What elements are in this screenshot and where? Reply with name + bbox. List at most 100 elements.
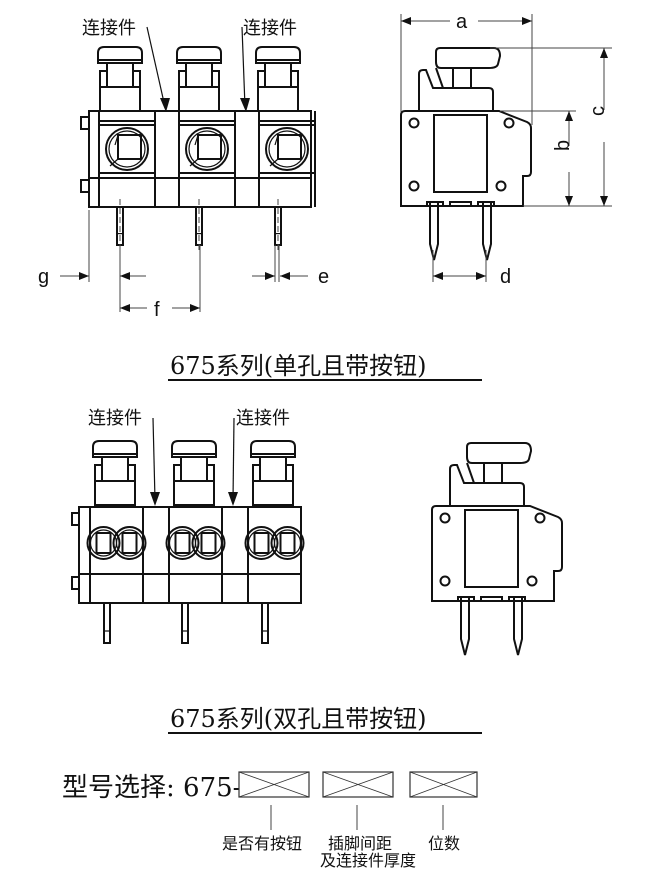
fig2-connector-label-right: 连接件 <box>236 408 290 429</box>
cell-1-hole-1-clamp <box>95 532 112 554</box>
cell-2-hole-2-inner <box>194 529 223 557</box>
model-field-2-label-line2: 及连接件厚度 <box>320 851 416 870</box>
button-2-stem <box>185 62 213 88</box>
side-window <box>464 509 519 588</box>
side-window <box>433 114 488 193</box>
dim-label-f: f <box>154 299 160 321</box>
fig2-leader-right-arrowhead <box>228 492 238 506</box>
side-pin-1 <box>460 597 470 656</box>
button-2-guide-right <box>206 464 215 482</box>
side-pin-2 <box>482 202 492 261</box>
fig1-connector-label-right: 连接件 <box>243 18 297 39</box>
fig1-leader-left <box>146 26 166 108</box>
button-1-base <box>94 480 136 506</box>
side-pin-1 <box>429 202 439 261</box>
fig2-buttons <box>92 440 296 506</box>
fig1-leader-right-arrowhead <box>240 98 250 112</box>
button-1-stem <box>106 62 134 88</box>
fig2-side-view <box>431 442 563 656</box>
model-field-1-cross-b <box>238 771 310 798</box>
fig1-side-view: a c b d <box>400 11 612 288</box>
pin-1 <box>103 602 111 644</box>
side-button-cap <box>435 47 502 69</box>
fig1-leader-right <box>241 26 246 108</box>
button-3-guide-right <box>285 464 294 482</box>
button-3-base <box>257 86 299 112</box>
dim-label-a: a <box>456 11 468 33</box>
fig1-buttons <box>97 46 301 112</box>
dim-label-c: c <box>587 106 609 116</box>
side-button-cap <box>466 442 533 464</box>
model-field-1[interactable]: 是否有按钮 <box>222 771 310 853</box>
cell-2-clamp <box>197 134 222 160</box>
fig2-title: 675系列(双孔且带按钮) <box>170 705 427 733</box>
cell-3-wire-hole-inner <box>268 130 306 168</box>
fig1-pins <box>116 199 282 251</box>
model-field-1-label: 是否有按钮 <box>222 834 302 853</box>
fig1-cells <box>99 111 316 207</box>
cell-2-hole-1 <box>165 526 200 560</box>
cell-1-clamp-notch <box>114 134 119 146</box>
fig2-leader-left-arrowhead <box>150 492 160 506</box>
side-button-stem <box>483 462 503 484</box>
cell-1-wire-hole-inner <box>108 130 146 168</box>
pin-3 <box>261 602 269 644</box>
side-body-outline <box>400 110 532 207</box>
fig1-front-view: 连接件 连接件 g f e <box>38 18 329 321</box>
fig1-leader-left-arrowhead <box>160 98 170 112</box>
button-1-guide-left <box>94 464 103 482</box>
side-mount-hole-4 <box>495 180 507 192</box>
button-3-guide-right <box>290 70 299 88</box>
side-button-lever <box>466 462 475 484</box>
button-1-guide-right <box>132 70 141 88</box>
side-notch-2 <box>480 596 503 601</box>
side-button-housing <box>418 69 494 111</box>
model-field-2[interactable]: 插脚间距 及连接件厚度 <box>320 771 416 870</box>
button-1-guide-left <box>99 70 108 88</box>
side-button-lever <box>435 67 444 89</box>
cell-2-hole-2-clamp <box>200 532 217 554</box>
cell-3-clamp-corner <box>269 158 279 167</box>
cell-2-wire-hole-inner <box>188 130 226 168</box>
button-3-guide-left <box>257 70 266 88</box>
cell-1-hole-1 <box>86 526 121 560</box>
dim-label-e: e <box>318 266 329 288</box>
cell-1-wire-hole <box>105 127 149 171</box>
fig1-side-clip-top <box>80 116 90 130</box>
model-field-3[interactable]: 位数 <box>409 771 478 853</box>
cell-1-hole-2-inner <box>115 529 144 557</box>
button-3-guide-left <box>252 464 261 482</box>
cell-3-hole-2-inner <box>273 529 302 557</box>
cell-3-hole-2-clamp <box>279 532 296 554</box>
cell-1-clamp-corner <box>109 158 119 167</box>
cell-2-wire-hole <box>185 127 229 171</box>
fig2-side-clip-top <box>71 512 80 526</box>
fig2-pins <box>103 602 269 644</box>
button-3-base <box>252 480 294 506</box>
cell-1-clamp <box>117 134 142 160</box>
button-2-guide-left <box>178 70 187 88</box>
button-2-base <box>173 480 215 506</box>
cell-2-hole-2 <box>191 526 226 560</box>
cell-2-clamp-corner <box>189 158 199 167</box>
side-notch-2 <box>449 201 472 206</box>
side-notch-1 <box>457 596 475 601</box>
side-notch-3 <box>508 596 526 601</box>
model-field-3-cross-b <box>409 771 478 798</box>
side-body-outline <box>431 505 563 602</box>
button-2-stem <box>180 456 208 482</box>
fig2-connector-label-left: 连接件 <box>88 408 142 429</box>
model-field-2-label-line1: 插脚间距 <box>328 834 392 853</box>
pin-2 <box>181 602 189 644</box>
side-notch-1 <box>426 201 444 206</box>
cell-3-wire-hole <box>265 127 309 171</box>
side-mount-hole-2 <box>503 117 515 129</box>
cell-1-hole-2-clamp <box>121 532 138 554</box>
button-3-stem <box>264 62 292 88</box>
side-mount-hole-4 <box>526 575 538 587</box>
fig2-side-clip-bottom <box>71 576 80 590</box>
model-selection: 型号选择: 675- 是否有按钮 插脚间距 及连接件厚度 位数 <box>62 771 478 870</box>
button-1-guide-right <box>127 464 136 482</box>
cell-3-clamp <box>277 134 302 160</box>
